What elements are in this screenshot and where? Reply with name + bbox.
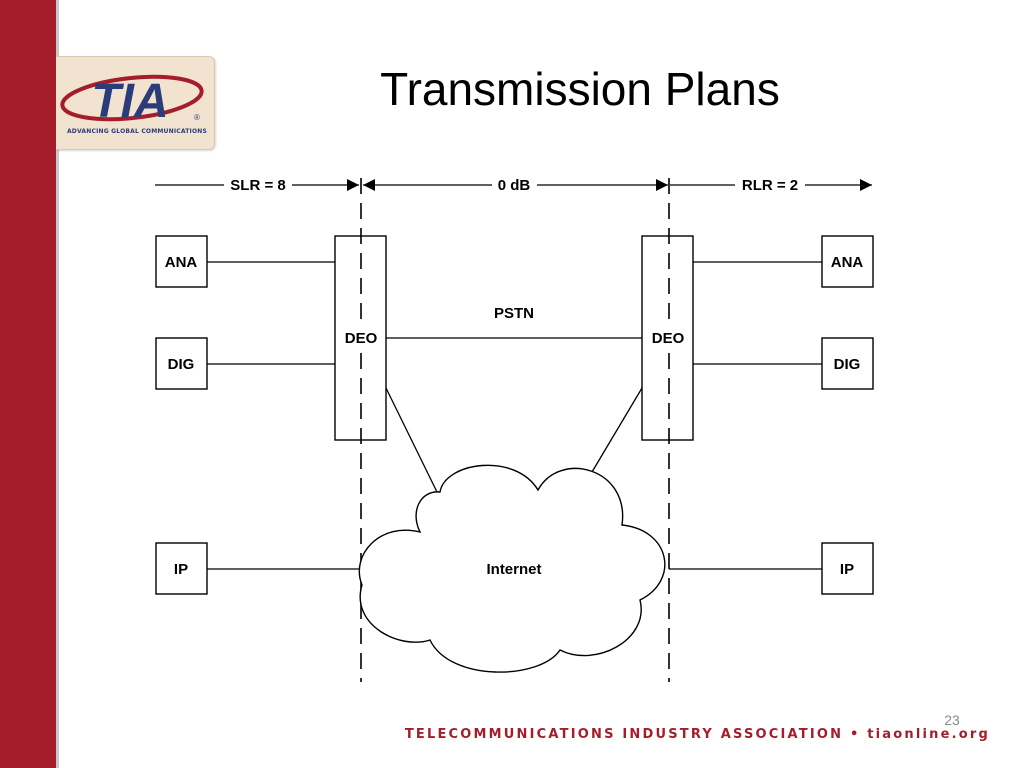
tia-logo: TIA ® xyxy=(60,74,204,128)
page-title: Transmission Plans xyxy=(380,63,780,115)
left-internet-link xyxy=(385,387,438,493)
left-ana-label: ANA xyxy=(165,254,198,271)
terminal-boxes xyxy=(155,235,874,595)
right-ip-label: IP xyxy=(840,561,854,578)
logo-wordmark: TIA xyxy=(91,75,168,128)
internet-cloud-icon xyxy=(358,464,666,673)
slr-label: SLR = 8 xyxy=(230,177,285,194)
footer-text: TELECOMMUNICATIONS INDUSTRY ASSOCIATION … xyxy=(404,727,990,742)
logo-tagline: ADVANCING GLOBAL COMMUNICATIONS xyxy=(66,128,208,135)
internet-label: Internet xyxy=(486,561,541,578)
right-deo-box xyxy=(641,235,694,441)
right-dig-label: DIG xyxy=(834,356,861,373)
left-deo-box xyxy=(334,235,387,441)
rlr-label: RLR = 2 xyxy=(742,177,798,194)
right-deo-label: DEO xyxy=(652,330,685,347)
left-ip-box xyxy=(155,542,208,595)
left-deo-label: DEO xyxy=(345,330,378,347)
left-dig-box xyxy=(155,337,208,390)
page-number: 23 xyxy=(944,712,960,728)
reference-lines xyxy=(360,178,670,682)
zero-db-label: 0 dB xyxy=(498,177,531,194)
logo-swoosh-icon xyxy=(60,74,204,122)
sidebar-edge xyxy=(56,0,59,768)
left-ip-label: IP xyxy=(174,561,188,578)
left-dig-label: DIG xyxy=(168,356,195,373)
right-deo-label-bg xyxy=(645,327,690,349)
left-ana-box xyxy=(155,235,208,288)
right-internet-link xyxy=(591,387,643,473)
right-ana-label: ANA xyxy=(831,254,864,271)
sidebar-band xyxy=(0,0,56,768)
right-ip-box xyxy=(821,542,874,595)
right-ana-box xyxy=(821,235,874,288)
logo-registered-mark: ® xyxy=(194,113,200,122)
right-dig-box xyxy=(821,337,874,390)
pstn-label: PSTN xyxy=(494,305,534,322)
left-deo-label-bg xyxy=(338,327,383,349)
connection-lines xyxy=(207,261,822,570)
